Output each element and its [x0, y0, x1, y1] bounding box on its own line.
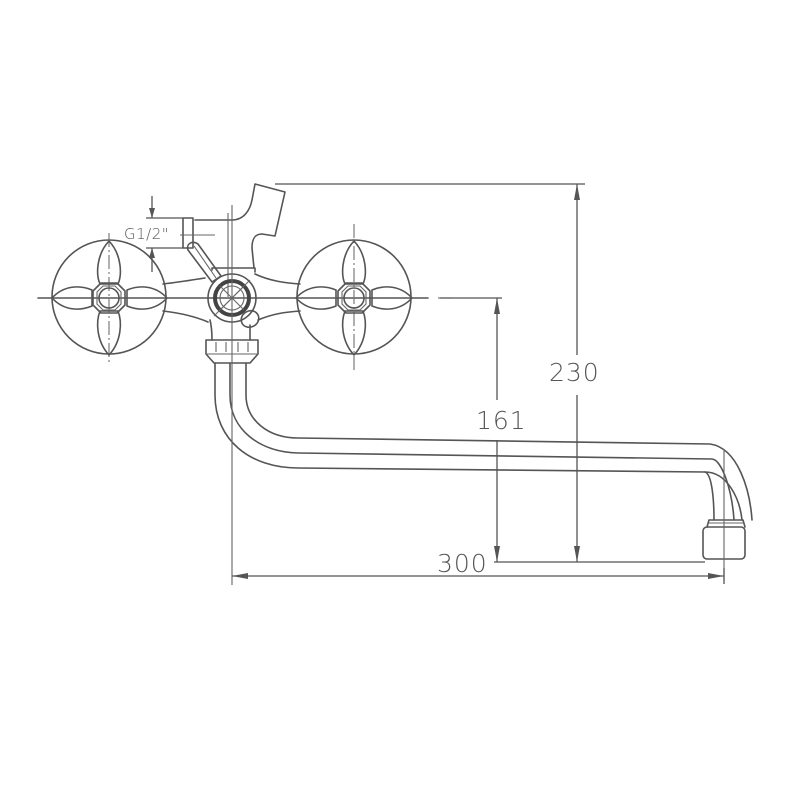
left-cross-handle: [51, 233, 168, 365]
diverter-lever: [186, 241, 222, 283]
thread-size-label: G1/2": [124, 225, 170, 243]
dimension-300: [232, 568, 725, 584]
spout: [214, 362, 753, 580]
reach-300-label: 300: [437, 549, 488, 578]
mixer-body: [162, 267, 301, 341]
right-cross-handle: [295, 224, 413, 372]
diverter-ring: [207, 273, 260, 329]
height-161-label: 161: [476, 406, 527, 435]
dimension-thread: [146, 196, 183, 272]
dimension-230: [275, 183, 585, 562]
height-230-label: 230: [549, 358, 600, 387]
dimension-161: [440, 297, 705, 563]
